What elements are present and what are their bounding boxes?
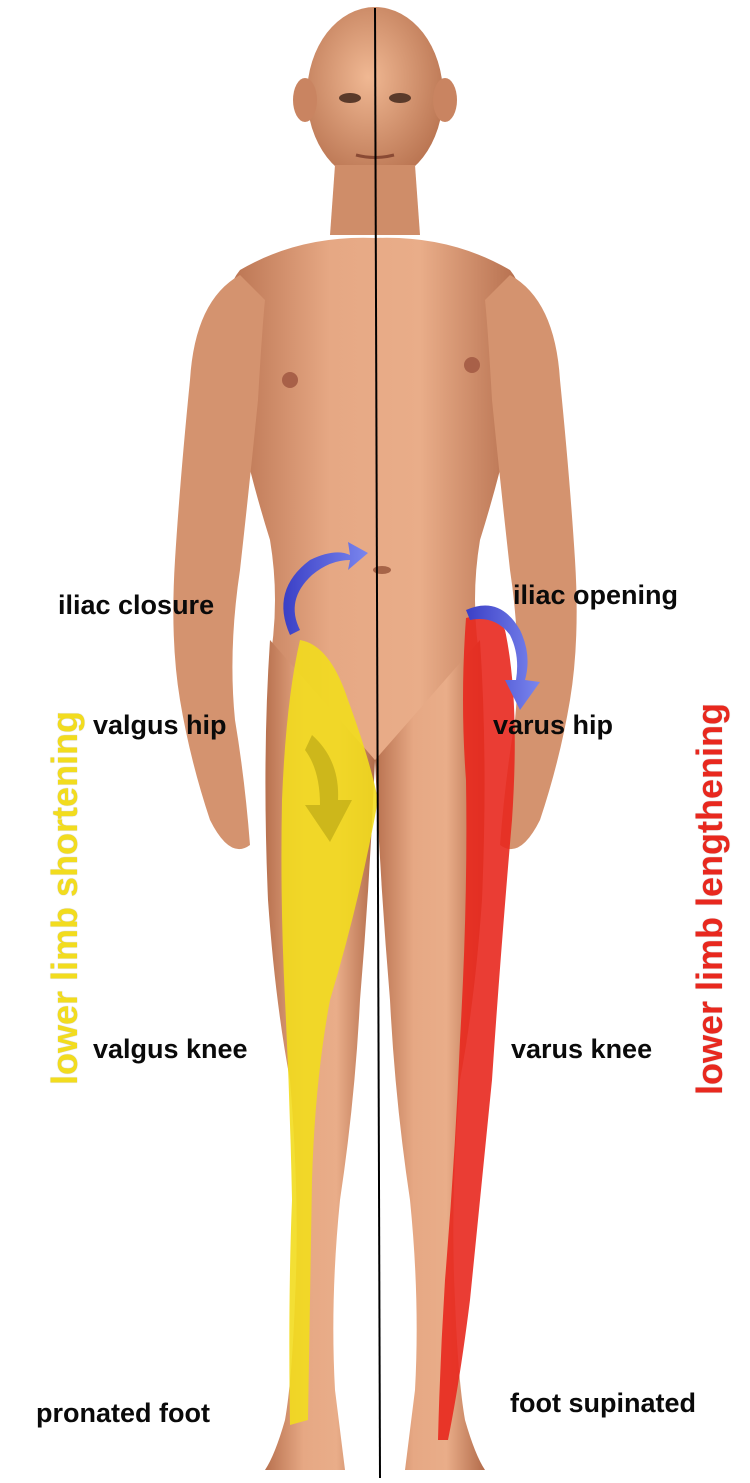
left-eye	[339, 93, 361, 103]
left-arm	[173, 275, 265, 850]
right-leg	[375, 640, 485, 1470]
right-ear	[433, 78, 457, 122]
lower-limb-lengthening-label: lower limb lengthening	[689, 702, 730, 1095]
foot-supinated-label: foot supinated	[510, 1388, 696, 1418]
right-nipple	[464, 357, 480, 373]
shortening-arrow	[305, 735, 352, 842]
valgus-knee-label: valgus knee	[93, 1034, 248, 1064]
shortening-band	[281, 640, 378, 1425]
lengthening-band	[438, 615, 515, 1440]
valgus-hip-label: valgus hip	[93, 710, 227, 740]
lower-limb-shortening-label: lower limb shortening	[44, 710, 85, 1085]
navel	[373, 566, 391, 574]
varus-knee-label: varus knee	[511, 1034, 653, 1064]
iliac-closure-label: iliac closure	[58, 590, 215, 620]
right-arm	[485, 275, 577, 850]
varus-hip-label: varus hip	[493, 710, 614, 740]
iliac-opening-arrow	[466, 605, 540, 710]
iliac-closure-arrow	[283, 542, 368, 635]
left-nipple	[282, 372, 298, 388]
right-eye	[389, 93, 411, 103]
midline	[374, 7, 381, 1479]
left-ear	[293, 78, 317, 122]
pronated-foot-label: pronated foot	[36, 1398, 210, 1428]
iliac-opening-label: iliac opening	[513, 580, 679, 610]
